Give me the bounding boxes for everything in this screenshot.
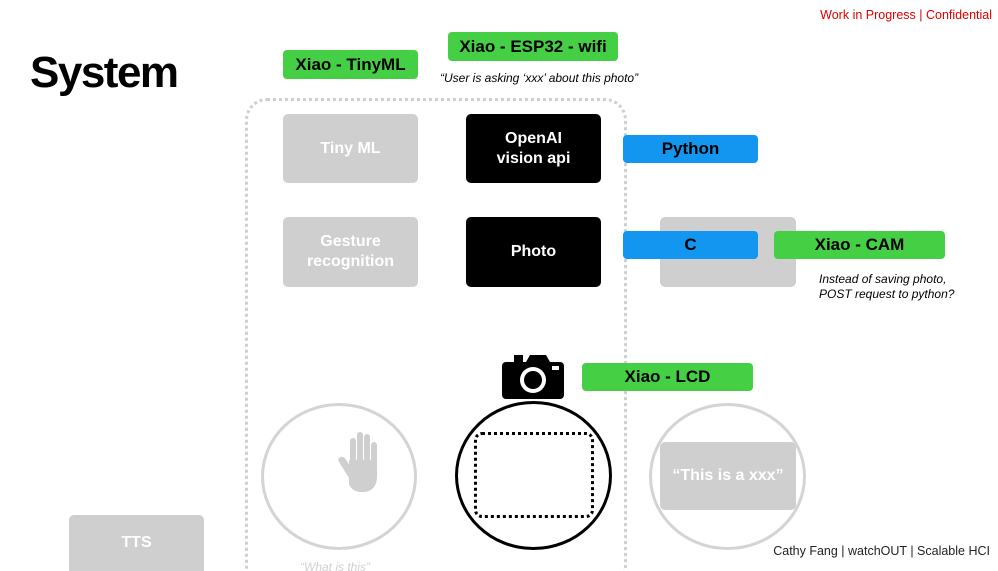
cam-tag: Xiao - CAM: [774, 231, 945, 259]
left-watch-screen: [261, 403, 417, 550]
camera-icon: [502, 353, 564, 399]
answer-block: “This is a xxx”: [660, 442, 796, 510]
lcd-tag: Xiao - LCD: [582, 363, 753, 391]
gesture-block: Gesture recognition: [283, 217, 418, 287]
tts-block: TTS: [69, 515, 204, 571]
tiny-ml-block: Tiny ML: [283, 114, 418, 183]
right-watch-screen: [649, 403, 806, 550]
esp32-note: “User is asking ‘xxx’ about this photo”: [440, 71, 639, 85]
esp32-tag: Xiao - ESP32 - wifi: [448, 32, 618, 61]
center-watch-screen: [455, 401, 612, 550]
answer-text: “This is a xxx”: [672, 467, 784, 484]
tinyml-tag: Xiao - TinyML: [283, 50, 418, 79]
vision-api-block: OpenAI vision api: [466, 114, 601, 183]
tts-label: TTS: [121, 534, 152, 551]
camera-viewfinder: [474, 432, 594, 518]
photo-label: Photo: [510, 243, 557, 260]
footer-credit: Cathy Fang | watchOUT | Scalable HCI: [773, 544, 990, 558]
vision-label-line1: OpenAI: [505, 129, 562, 147]
watch-outline: [245, 98, 627, 571]
vision-label-line2: vision api: [496, 149, 571, 167]
hand-icon: [337, 430, 387, 496]
c-tag: C: [623, 231, 758, 259]
left-screen-caption: “What is this”: [300, 560, 371, 571]
cam-note-line2: POST request to python?: [819, 287, 955, 301]
cam-note: Instead of saving photo, POST request to…: [819, 272, 954, 302]
python-tag: Python: [623, 135, 758, 163]
gesture-label-line1: Gesture: [320, 233, 381, 250]
cam-note-line1: Instead of saving photo,: [819, 272, 947, 286]
photo-block: Photo: [466, 217, 601, 287]
page-title: System: [30, 48, 179, 97]
tiny-ml-label: Tiny ML: [320, 139, 381, 157]
status-label: Work in Progress | Confidential: [820, 8, 992, 22]
gesture-label-line2: recognition: [306, 253, 395, 270]
